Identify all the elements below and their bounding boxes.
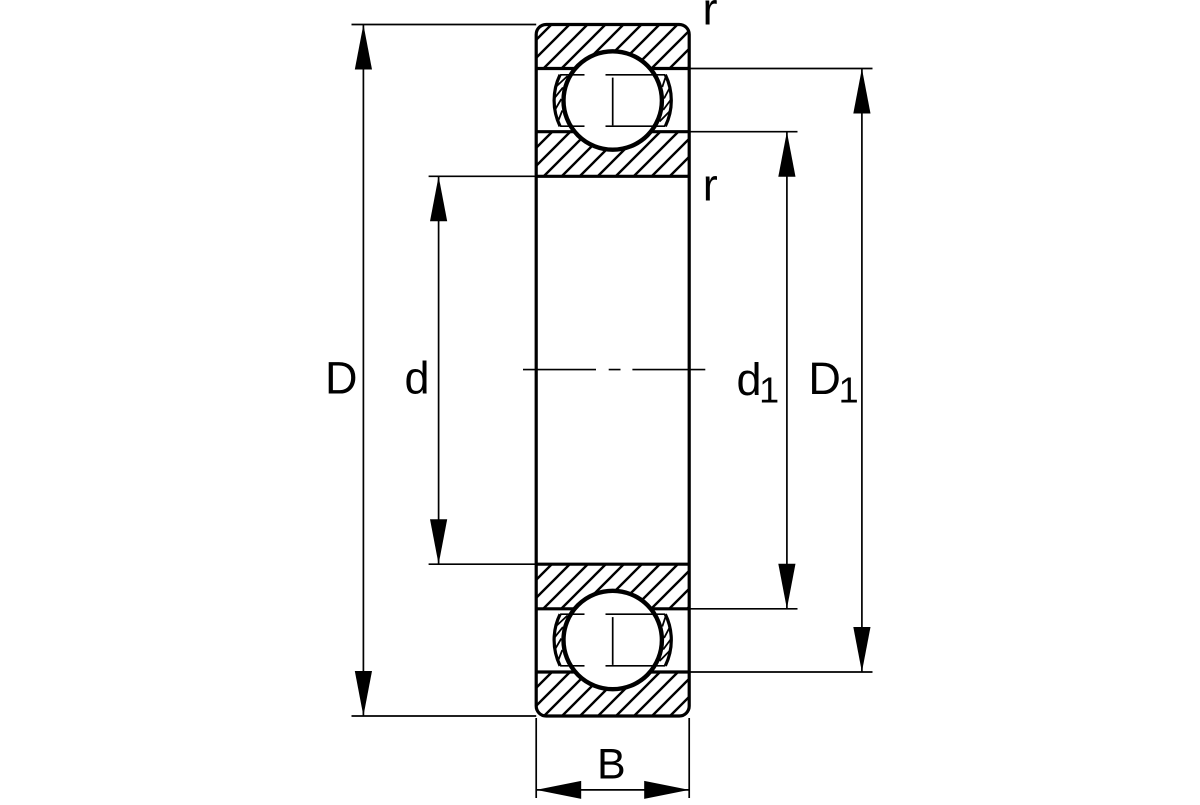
svg-text:D: D [808, 353, 841, 404]
svg-text:d: d [404, 353, 429, 404]
svg-text:r: r [703, 160, 718, 211]
svg-text:r: r [703, 0, 718, 35]
svg-text:B: B [597, 741, 626, 789]
svg-text:1: 1 [759, 370, 779, 411]
svg-text:D: D [325, 353, 358, 404]
svg-text:d: d [736, 354, 761, 405]
svg-text:1: 1 [839, 370, 859, 411]
